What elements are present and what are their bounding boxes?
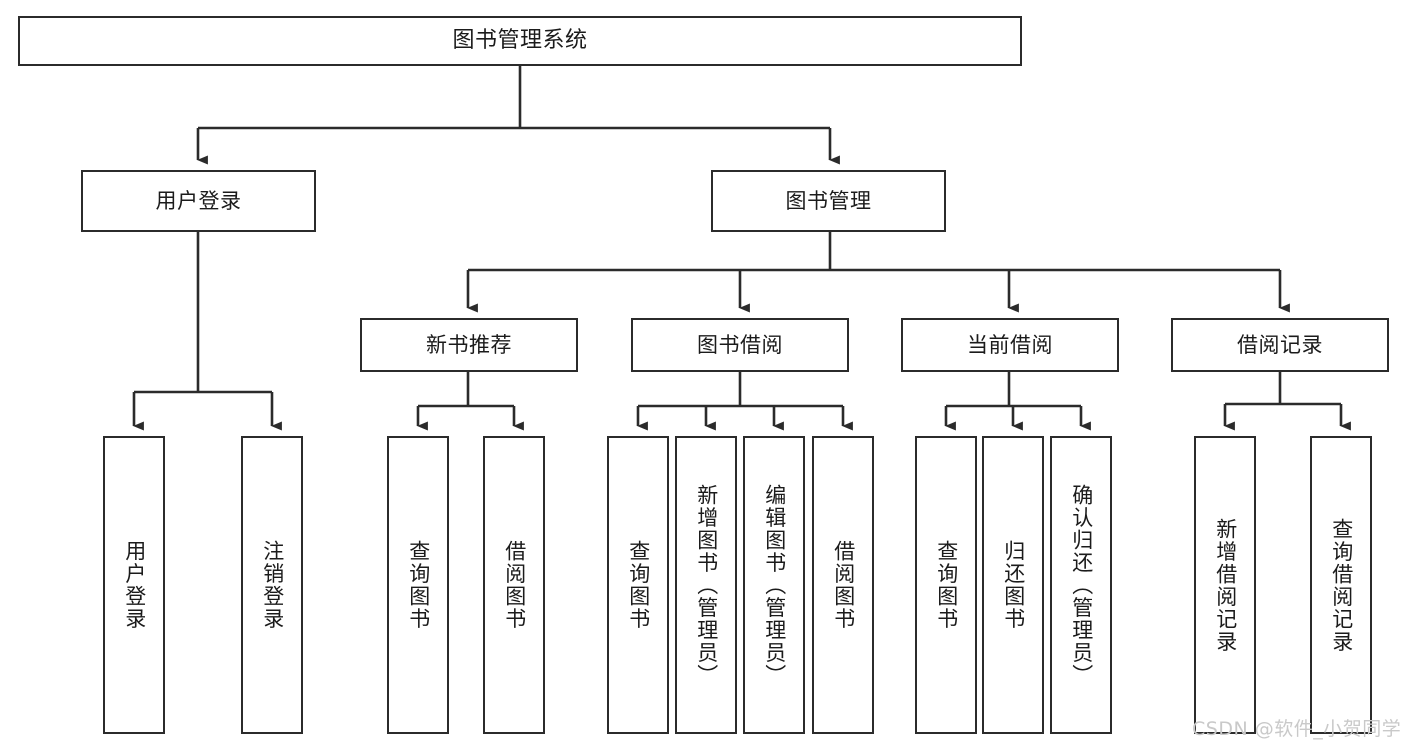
leaf-current-borrow-query[interactable]: 查询图书 [915, 436, 977, 734]
csdn-watermark: CSDN @软件_小贺同学 [1192, 718, 1402, 740]
node-label: 确认归还（管理员） [1069, 483, 1094, 687]
node-label: 新增借阅记录 [1213, 517, 1238, 653]
node-label: 图书借阅 [697, 332, 783, 357]
node-label: 归还图书 [1001, 540, 1026, 630]
node-borrow-records[interactable]: 借阅记录 [1171, 318, 1389, 372]
node-label: 图书管理系统 [452, 28, 588, 54]
node-label: 借阅图书 [502, 540, 527, 630]
node-label: 新增图书（管理员） [694, 483, 719, 687]
node-book-management[interactable]: 图书管理 [711, 170, 946, 232]
leaf-user-login-login[interactable]: 用户登录 [103, 436, 165, 734]
node-label: 查询图书 [626, 540, 651, 630]
node-label: 查询借阅记录 [1329, 517, 1354, 653]
node-label: 新书推荐 [426, 332, 512, 357]
node-label: 借阅记录 [1237, 332, 1323, 357]
node-current-borrow[interactable]: 当前借阅 [901, 318, 1119, 372]
node-label: 查询图书 [934, 540, 959, 630]
leaf-current-borrow-return[interactable]: 归还图书 [982, 436, 1044, 734]
node-label: 借阅图书 [831, 540, 856, 630]
node-label: 编辑图书（管理员） [762, 483, 787, 687]
node-label: 用户登录 [155, 188, 242, 213]
leaf-user-login-logout[interactable]: 注销登录 [241, 436, 303, 734]
node-root-system[interactable]: 图书管理系统 [18, 16, 1022, 66]
node-book-borrow[interactable]: 图书借阅 [631, 318, 849, 372]
leaf-records-query[interactable]: 查询借阅记录 [1310, 436, 1372, 734]
leaf-records-add[interactable]: 新增借阅记录 [1194, 436, 1256, 734]
node-user-login[interactable]: 用户登录 [81, 170, 316, 232]
leaf-book-borrow-borrow[interactable]: 借阅图书 [812, 436, 874, 734]
leaf-book-borrow-edit[interactable]: 编辑图书（管理员） [743, 436, 805, 734]
leaf-new-book-borrow[interactable]: 借阅图书 [483, 436, 545, 734]
node-label: 注销登录 [260, 540, 285, 630]
node-label: 当前借阅 [967, 332, 1053, 357]
node-new-book-recommend[interactable]: 新书推荐 [360, 318, 578, 372]
leaf-new-book-query[interactable]: 查询图书 [387, 436, 449, 734]
node-label: 图书管理 [785, 188, 872, 213]
node-label: 查询图书 [406, 540, 431, 630]
leaf-book-borrow-query[interactable]: 查询图书 [607, 436, 669, 734]
node-label: 用户登录 [122, 540, 147, 630]
leaf-book-borrow-add[interactable]: 新增图书（管理员） [675, 436, 737, 734]
leaf-current-borrow-confirm-return[interactable]: 确认归还（管理员） [1050, 436, 1112, 734]
